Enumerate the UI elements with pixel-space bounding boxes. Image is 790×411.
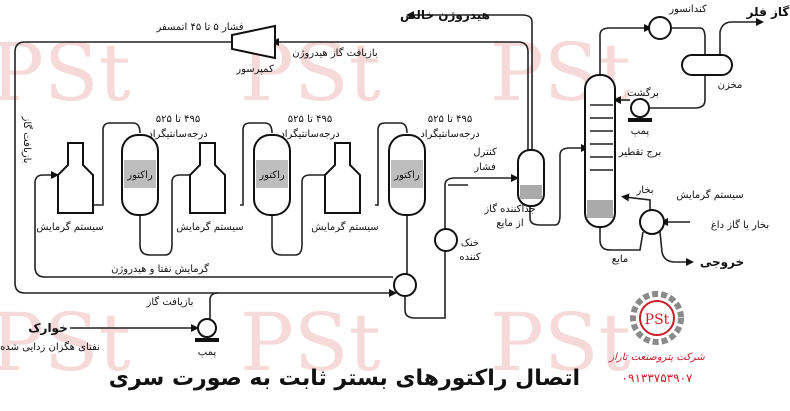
reactor [121,134,426,216]
svg-text:۰۹۱۳۳۷۵۳۹۰۷: ۰۹۱۳۳۷۵۳۹۰۷ [622,371,693,385]
feed-description: نفتای هگزان زدایی شده [0,341,100,353]
reboiler [639,209,665,235]
heater-label-2: سیستم گرمایش [176,221,243,233]
pure-hydrogen-label: هیدروژن خالص [400,8,490,23]
naphtha-heating-label: گرمایش نفتا و هیدروژن [111,263,209,275]
pressure-control-label-2: فشار [473,162,496,173]
pressure-control-label-1: کنترل [473,147,497,158]
furnace [57,142,361,214]
page-title: اتصال راکتورهای بستر ثابت به صورت سری [108,366,580,391]
temp-unit-1: درجه‌سانتیگراد [148,128,207,140]
reflux-pump [630,98,650,118]
condenser [648,16,672,40]
compressor [231,24,276,60]
separator-label-2: از مایع [496,218,523,229]
svg-text:PSt: PSt [645,312,670,328]
tower-label: برج تقطیر [618,147,662,158]
gas-recycle-vertical-label: بازیافت گاز [21,116,33,164]
feed-label: خوارک [28,321,67,336]
piping [14,11,764,332]
heater-label-3: سیستم گرمایش [311,221,378,233]
liquid-label: مایع [612,254,629,265]
feed-pump [197,318,217,338]
flare-gas-label: گاز فلر [746,5,790,19]
svg-text:PSt: PSt [0,26,131,119]
reactor-label-1: راکتور [126,170,153,181]
svg-text:PSt: PSt [0,296,131,389]
cooler-label-2: کننده [459,252,481,263]
output-label: خروجی [700,255,744,270]
reactor-label-3: راکتور [393,170,420,181]
reflux-drum [681,54,733,76]
compressor-label: کمپرسور [235,64,274,75]
separator-label-1: جداکننده گاز [483,203,535,215]
distillation-tower [584,74,616,228]
steam-label: بخار یا گاز داغ [711,219,769,231]
condenser-label: کندانسور [668,4,707,15]
temp-unit-2: درجه‌سانتیگراد [280,128,339,140]
cooler-label-1: خنک [461,238,479,249]
heat-exchanger [393,273,417,297]
temp-unit-3: درجه‌سانتیگراد [420,128,479,140]
svg-text:PSt: PSt [240,296,381,389]
gas-recycle-label: بازیافت گاز [146,296,194,308]
reactor-label-2: راکتور [258,170,285,181]
svg-text:شرکت پتروصنعت تاراز: شرکت پتروصنعت تاراز [607,352,705,363]
hydrogen-recycle-label: بازیافت گاز هیدروژن [292,47,377,59]
cooler [434,228,458,252]
temp-range-1: ۴۹۵ تا ۵۲۵ [156,114,200,125]
company-logo: PSt شرکت پتروصنعت تاراز ۰۹۱۳۳۷۵۳۹۰۷ [607,291,705,385]
reflux-pump-label: پمپ [631,126,650,137]
heater-label-1: سیستم گرمایش [36,221,103,233]
temp-range-3: ۴۹۵ تا ۵۲۵ [428,114,472,125]
reflux-label: برگشت [627,87,659,99]
watermark: PSt PSt PSt PSt PSt PSt [0,26,631,389]
svg-text:PSt: PSt [490,296,631,389]
drum-label: مخزن [718,80,743,91]
feed-pump-label: پمپ [198,347,217,358]
vapor-label: بخار [635,185,653,196]
reboiler-heating-label: سیستم گرمایش [676,189,743,201]
temp-range-2: ۴۹۵ تا ۵۲۵ [288,114,332,125]
pressure-label: فشار ۵ تا ۴۵ اتمسفر [155,22,243,33]
